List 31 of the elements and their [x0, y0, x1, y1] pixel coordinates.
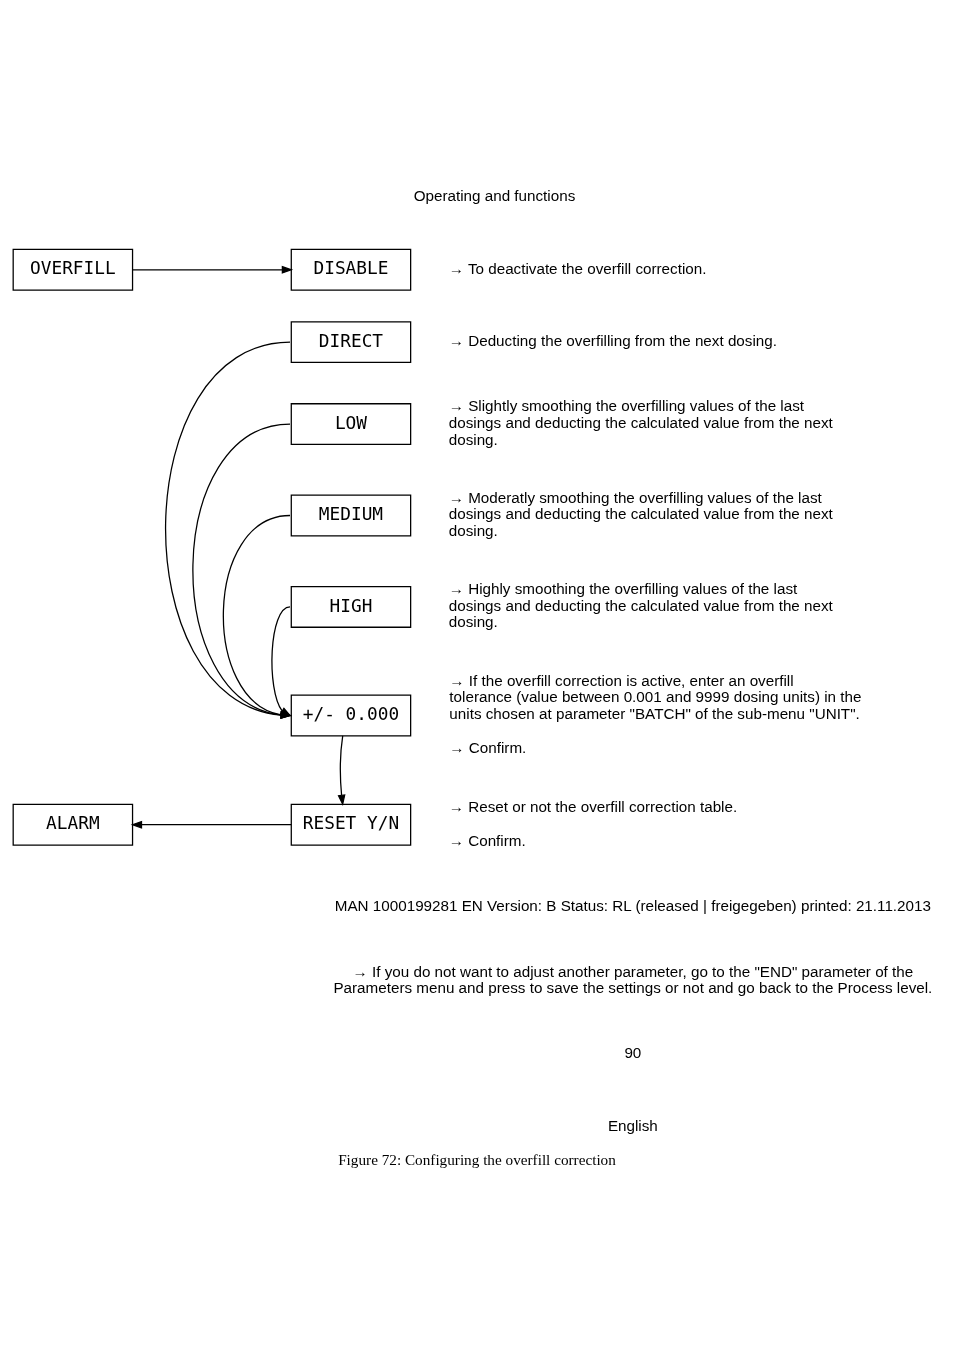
- arrow: [222, 514, 292, 719]
- label: → If you do not want to adjust another parameter, go to the "END" parameter of the Parameters menu and press to save the settings or not and go back to the Process level.: [333, 962, 933, 996]
- node-box: RESET Y/N: [290, 803, 412, 846]
- node-box: LOW: [290, 402, 412, 445]
- node-box: HIGH: [290, 585, 412, 628]
- label: Operating and functions: [413, 186, 576, 204]
- arrow: [130, 820, 292, 829]
- node-label: → Highly smoothing the overfilling values of the last dosings and deducting the calculated value from the next dosing.: [448, 579, 833, 630]
- label: MAN 1000199281 EN Version: B Status: RL (released | freigegeben) printed: 21.11.2013: [334, 896, 931, 914]
- arrow: [131, 265, 294, 274]
- arrow: [271, 605, 292, 716]
- node-box: DIRECT: [290, 320, 412, 363]
- caption: Figure 72: Configuring the overfill correction: [338, 1150, 616, 1168]
- node-label: → Slightly smoothing the overfilling values of the last dosings and deducting the calculated value from the next dosing.: [448, 397, 833, 448]
- arrow: [337, 734, 346, 806]
- node-box: OVERFILL: [12, 248, 134, 291]
- node-label: → To deactivate the overfill correction.: [448, 259, 707, 277]
- node-label: → Confirm.: [449, 738, 527, 756]
- node-box: MEDIUM: [290, 494, 412, 536]
- node-box: ALARM: [12, 803, 134, 846]
- label: 90: [624, 1043, 642, 1061]
- node-label: → Moderatly smoothing the overfilling values of the last dosings and deducting the calculated value from the next dosing.: [448, 488, 833, 539]
- arrow: [192, 422, 292, 719]
- node-label: → Reset or not the overfill correction table.: [448, 797, 738, 814]
- node-label: → Confirm.: [448, 831, 526, 849]
- label: English: [607, 1116, 658, 1134]
- node-label: → Deducting the overfilling from the next dosing.: [448, 331, 777, 349]
- arrow: [164, 341, 292, 719]
- node-box: +/- 0.000: [290, 694, 412, 736]
- node-box: DISABLE: [290, 248, 412, 291]
- node-label: → If the overfill correction is active, enter an overfill tolerance (value between 0.001 and 9999 dosing units) in the units chosen at parameter "BATCH" of the sub-menu "UNIT".: [449, 671, 862, 722]
